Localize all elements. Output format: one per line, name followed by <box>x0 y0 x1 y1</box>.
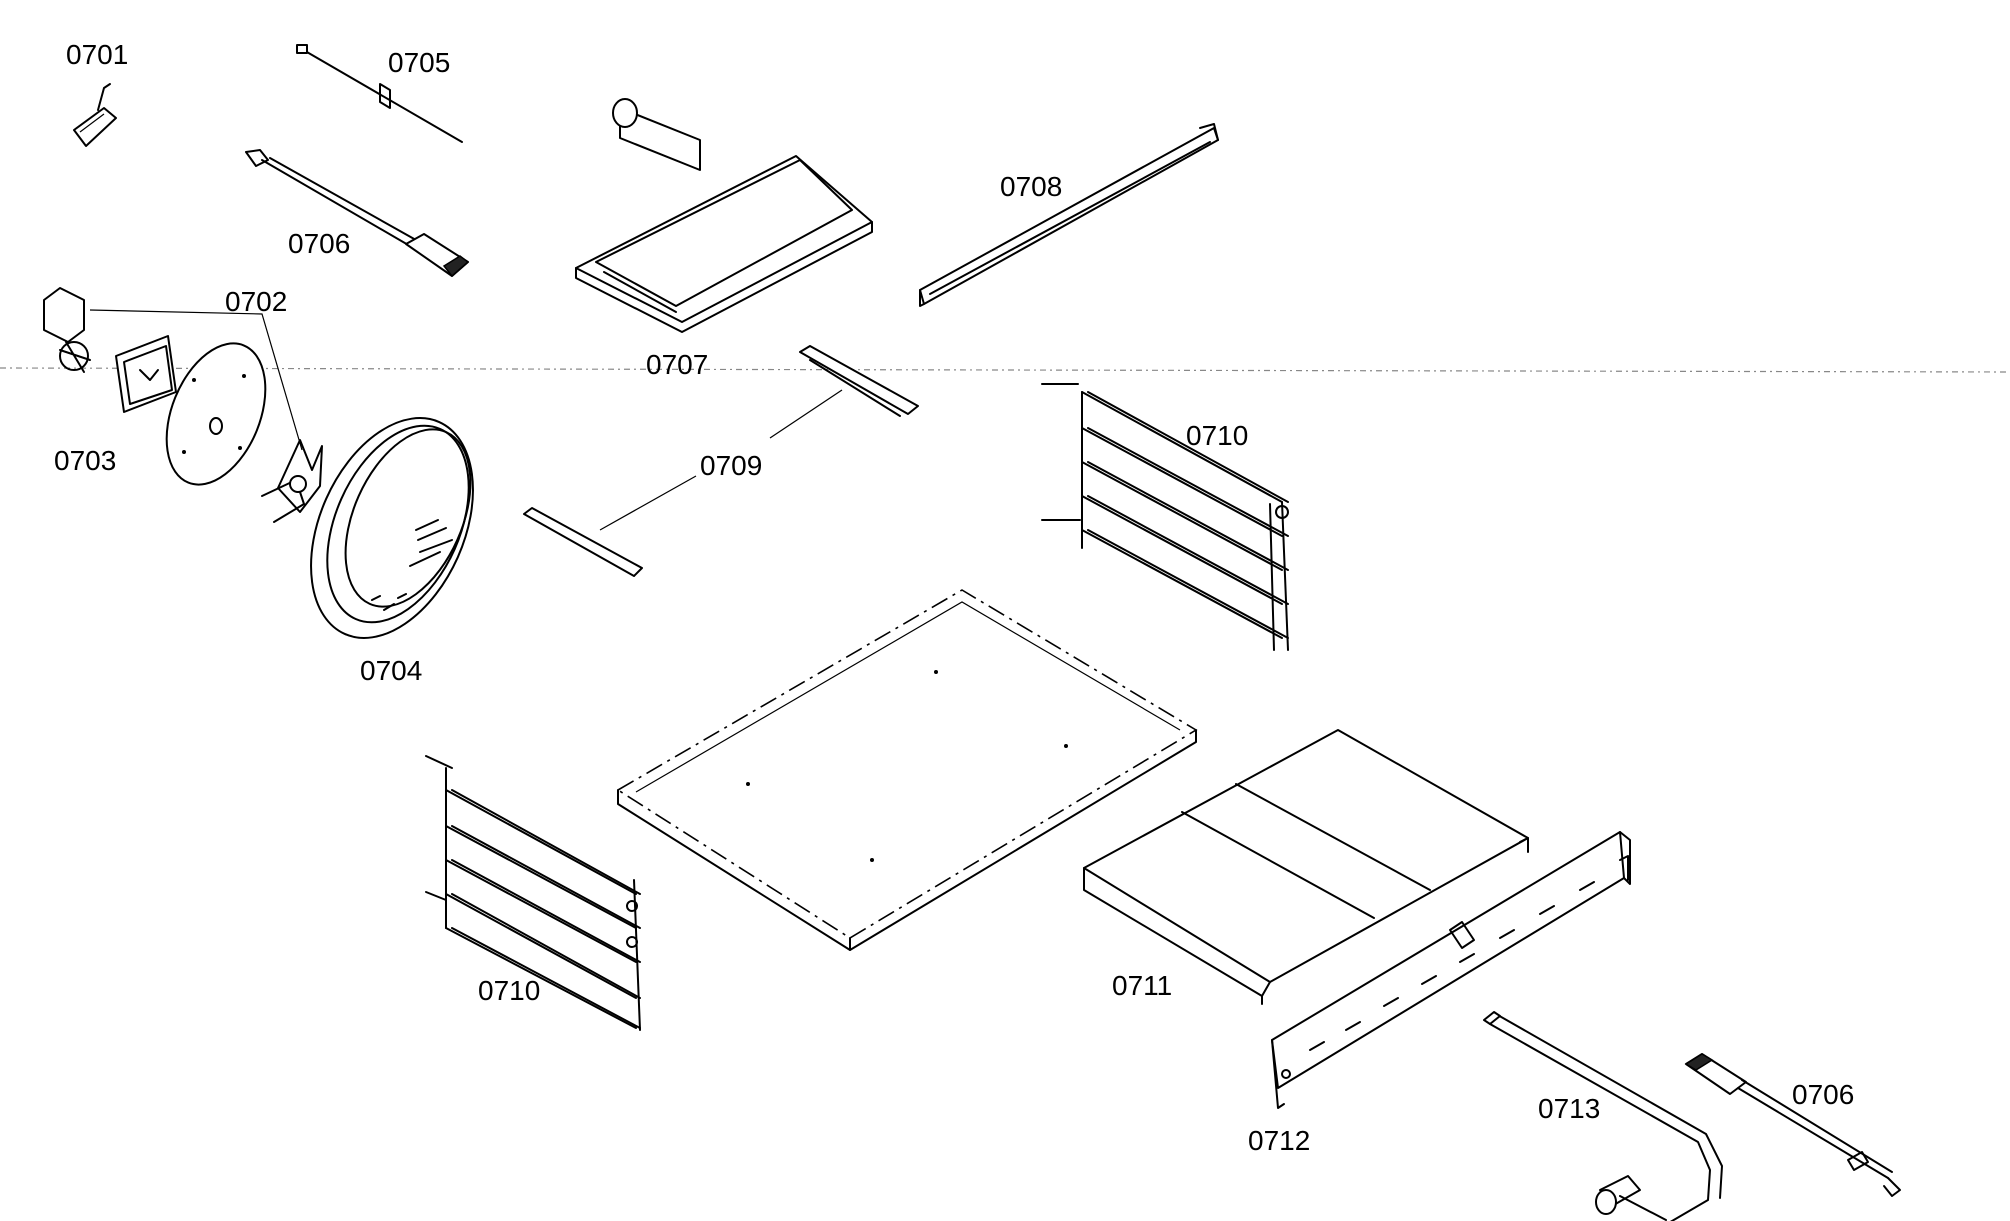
part-0713-drawing <box>1483 1011 1723 1221</box>
part-0701-drawing <box>73 83 117 147</box>
leader-0709-lower <box>599 475 697 531</box>
label-0711: 0711 <box>1112 970 1172 1001</box>
label-0706-top: 0706 <box>288 228 350 259</box>
part-0702-back-plate-drawing <box>165 342 267 486</box>
part-0709-upper-rail-drawing <box>799 345 919 417</box>
label-0708: 0708 <box>1000 171 1062 202</box>
label-0712: 0712 <box>1248 1125 1310 1156</box>
separator-line <box>0 367 2010 373</box>
leader-0709-upper <box>769 389 843 439</box>
part-0706-top-drawing <box>245 149 470 278</box>
part-0711-drawing <box>1083 729 1529 1005</box>
label-0702: 0702 <box>225 286 287 317</box>
label-0707: 0707 <box>646 349 708 380</box>
part-0702-fan-blade-drawing <box>261 439 323 523</box>
part-0707-drawing <box>575 98 873 333</box>
label-0704: 0704 <box>360 655 422 686</box>
label-0703: 0703 <box>54 445 116 476</box>
leader-0702-a <box>89 309 303 451</box>
part-0710-left-rack-drawing <box>425 755 641 1031</box>
label-0705: 0705 <box>388 47 450 78</box>
label-0710-left: 0710 <box>478 975 540 1006</box>
label-0701: 0701 <box>66 39 128 70</box>
part-0705-drawing <box>296 44 463 143</box>
label-0709: 0709 <box>700 450 762 481</box>
label-0706-bottom: 0706 <box>1792 1079 1854 1110</box>
part-0704-cover-drawing <box>310 417 474 639</box>
part-0708-drawing <box>919 123 1219 307</box>
label-0713: 0713 <box>1538 1093 1600 1124</box>
oven-floor-tray-drawing <box>616 589 1198 951</box>
part-0703-motor-drawing <box>43 287 177 413</box>
part-0712-drawing <box>1271 831 1631 1109</box>
part-0710-right-rack-drawing <box>1041 383 1289 651</box>
part-0706-bottom-drawing <box>1684 1053 1901 1197</box>
part-0709-lower-rail-drawing <box>523 507 643 577</box>
label-0710-right: 0710 <box>1186 420 1248 451</box>
